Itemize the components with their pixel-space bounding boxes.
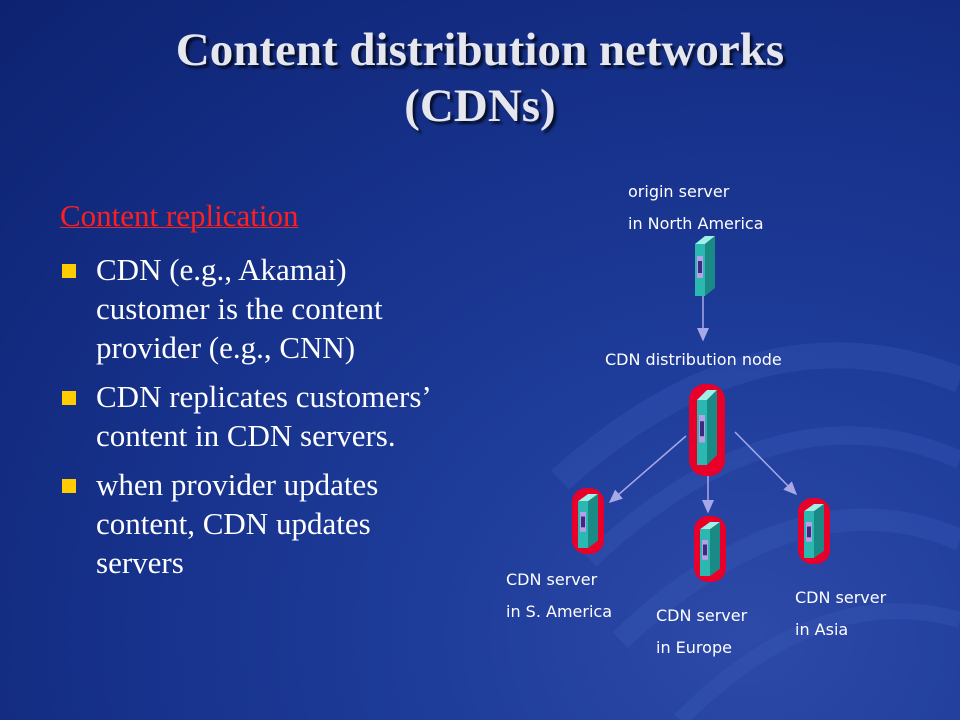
server-south-america-icon [572,488,604,554]
bullet-square-icon [62,479,76,493]
origin-server-icon [695,236,715,296]
origin-label-line-2: in North America [628,214,764,233]
section-heading: Content replication [60,198,299,233]
bullet-text: when provider updates content, CDN updat… [96,467,379,580]
south-america-label-line-1: CDN server [506,570,598,589]
distribution-label-line-1: CDN distribution node [605,350,782,369]
bullet-item: CDN replicates customers’ content in CDN… [60,377,460,455]
arrow-distribution-to-asia [734,431,798,496]
bullet-item: when provider updates content, CDN updat… [60,465,460,582]
server-europe-icon [694,516,726,582]
origin-label-line-1: origin server [628,182,730,201]
europe-label-line-1: CDN server [656,606,748,625]
south-america-server-label: CDN server in S. America [506,564,612,628]
distribution-node-icon [689,384,725,476]
asia-label-line-2: in Asia [795,620,849,639]
title-line-2: (CDNs) [404,80,556,132]
south-america-label-line-2: in S. America [506,602,612,621]
title-line-1: Content distribution networks [175,24,785,76]
origin-server-label: origin server in North America [628,176,764,240]
europe-server-label: CDN server in Europe [656,600,747,664]
bullet-square-icon [62,264,76,278]
bullet-text: CDN (e.g., Akamai) customer is the conte… [96,252,383,365]
distribution-node-label: CDN distribution node [605,344,782,376]
bullet-square-icon [62,391,76,405]
asia-server-label: CDN server in Asia [795,582,886,646]
server-asia-icon [798,498,830,564]
bullet-text: CDN replicates customers’ content in CDN… [96,379,430,453]
bullet-list: CDN (e.g., Akamai) customer is the conte… [60,250,460,592]
slide-title: Content distribution networks (CDNs) [0,22,960,134]
bullet-item: CDN (e.g., Akamai) customer is the conte… [60,250,460,367]
arrow-distribution-to-south-america [608,435,687,503]
europe-label-line-2: in Europe [656,638,732,657]
asia-label-line-1: CDN server [795,588,887,607]
